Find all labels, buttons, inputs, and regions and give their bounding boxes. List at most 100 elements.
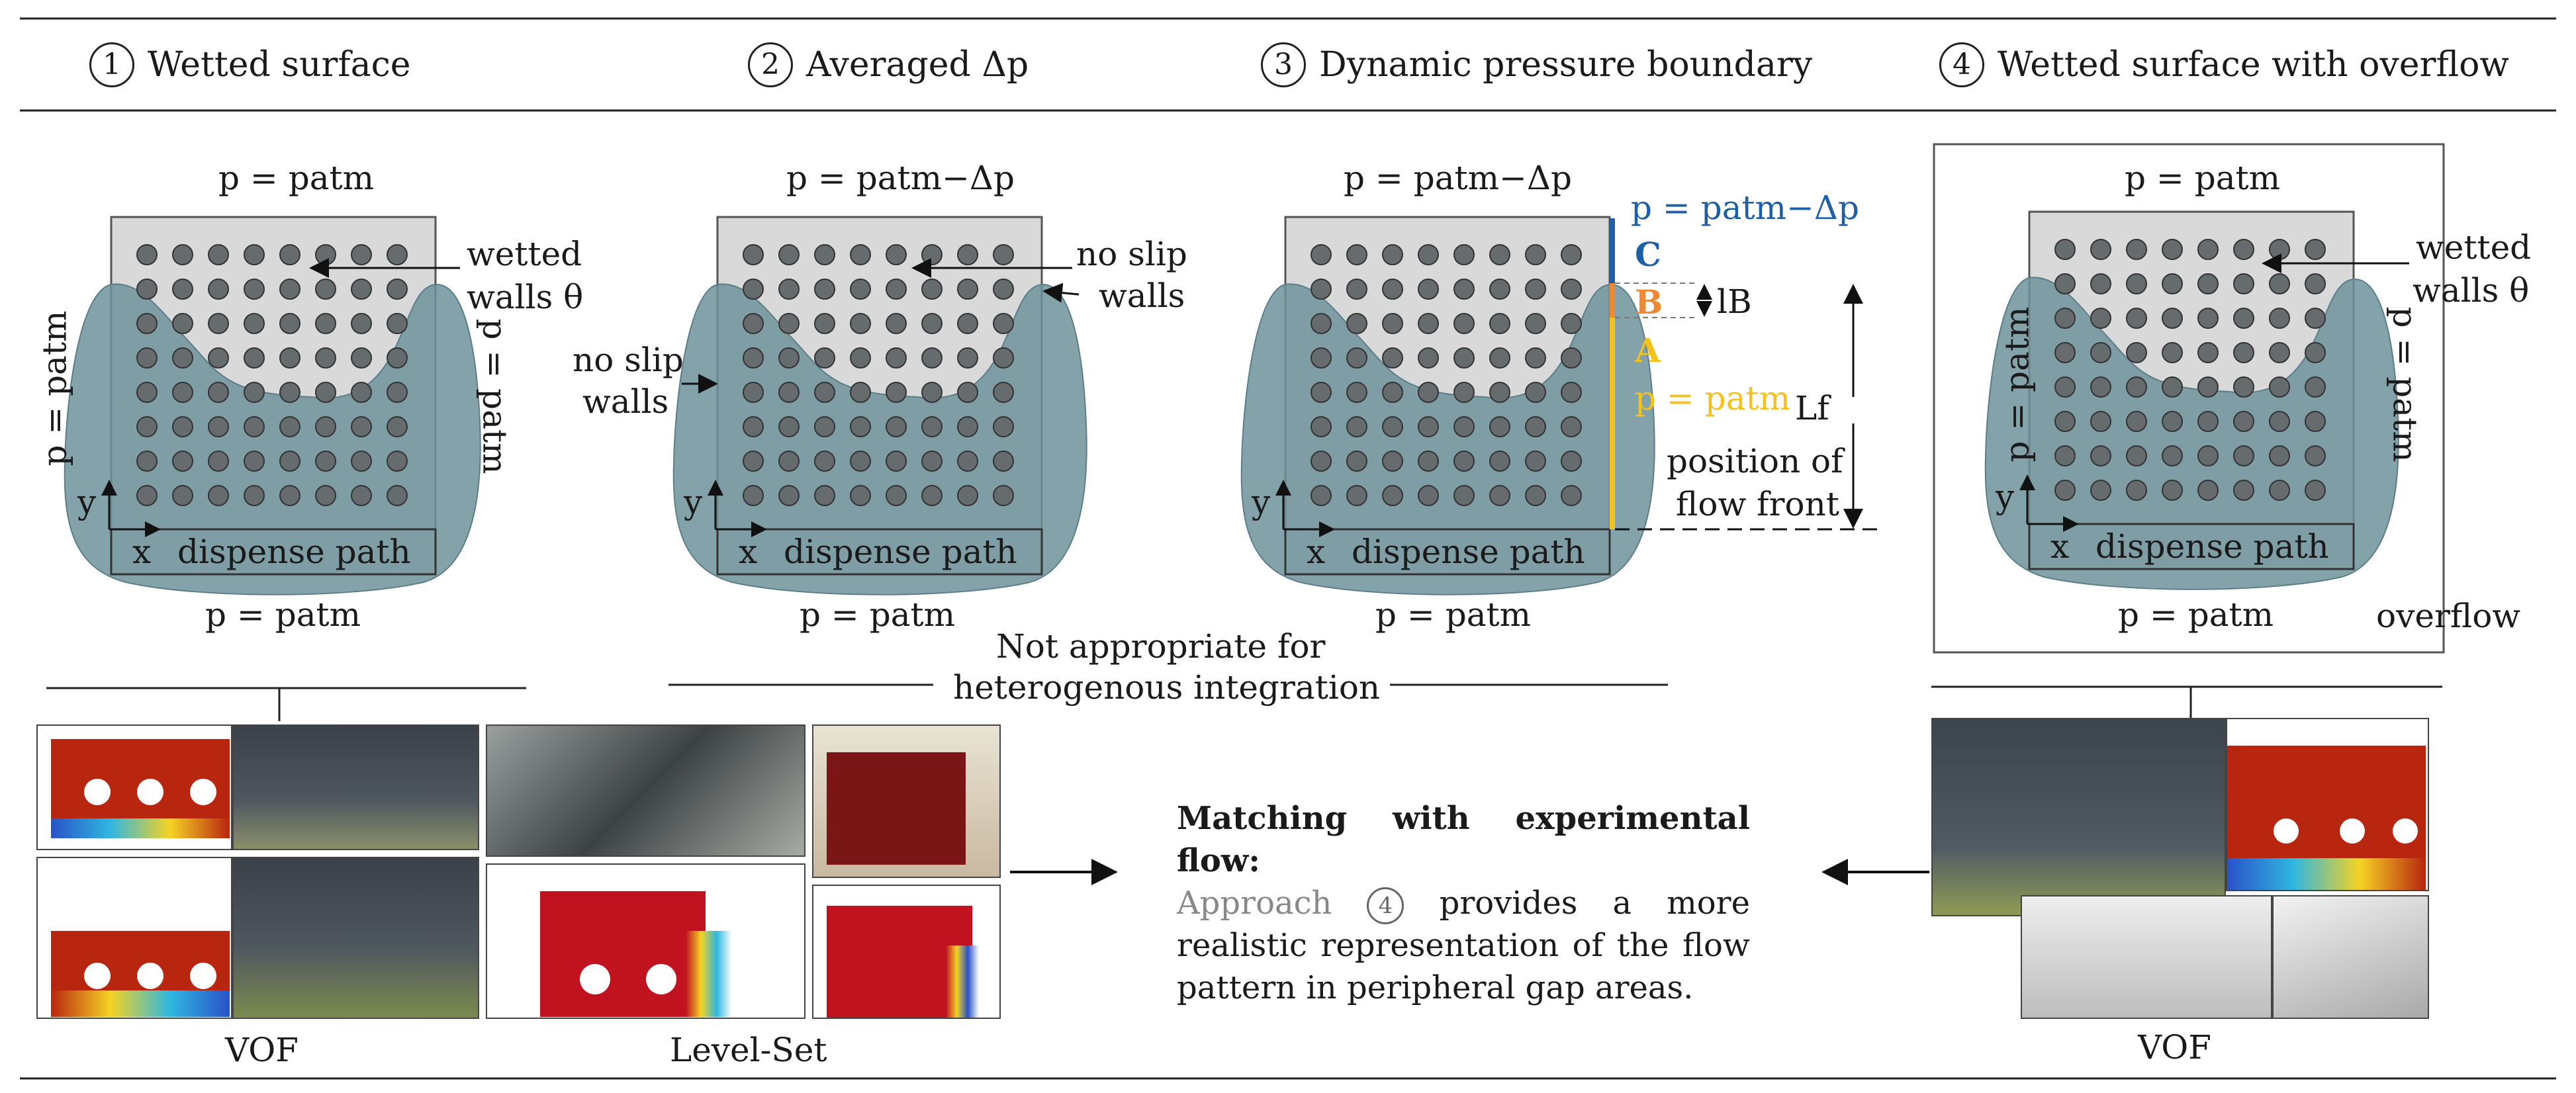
pin [1311, 244, 1332, 265]
pin [2269, 480, 2290, 501]
pin [921, 244, 943, 265]
header-4-title: Wetted surface with overflow [1998, 45, 2509, 85]
pin [778, 416, 800, 437]
pin [136, 485, 158, 506]
pin [1561, 313, 1582, 334]
pin [1382, 244, 1403, 265]
pin [208, 313, 229, 334]
pin [850, 313, 871, 334]
pin [1525, 382, 1546, 403]
p3-flow-front-line2: flow front [1676, 485, 1839, 523]
panel-wetted-surface [64, 216, 481, 595]
pin [1346, 451, 1367, 472]
pin [2162, 411, 2183, 432]
p3-segment-a: A [1635, 331, 1661, 370]
pin [743, 279, 764, 300]
p4-top-pressure: p = patm [2125, 159, 2281, 197]
pin [957, 347, 978, 369]
pin [279, 244, 300, 265]
pin [1346, 347, 1367, 369]
pin [850, 451, 871, 472]
pin [1382, 347, 1403, 369]
pin [2162, 273, 2183, 294]
pin [2126, 480, 2147, 501]
pin [2233, 273, 2254, 294]
pin [886, 313, 907, 334]
matching-title: Matching with experimental flow: [1177, 800, 1750, 879]
pin [172, 451, 193, 472]
pin [387, 451, 408, 472]
pin [244, 382, 265, 403]
vof-photo-bottom [232, 857, 479, 1019]
overflow-photo [1931, 718, 2226, 916]
pin [1311, 279, 1332, 300]
pin [172, 382, 193, 403]
pin [814, 347, 835, 369]
pin [993, 485, 1014, 506]
header-1-number: 1 [89, 42, 134, 87]
header-3-title: Dynamic pressure boundary [1319, 45, 1813, 85]
pin [315, 347, 336, 369]
pin [743, 313, 764, 334]
pin [315, 485, 336, 506]
dispense-path-box [1284, 528, 1611, 576]
pin [1418, 416, 1439, 437]
p4-axis-x: x [2050, 527, 2070, 566]
pin [1418, 382, 1439, 403]
pin [1489, 382, 1510, 403]
pin [351, 313, 372, 334]
pin [993, 382, 1014, 403]
pin [1453, 382, 1475, 403]
pin [2305, 445, 2326, 466]
pin [1311, 451, 1332, 472]
pin [1489, 485, 1510, 506]
pin [921, 347, 943, 369]
pin [1525, 313, 1546, 334]
pin [351, 347, 372, 369]
pin [244, 451, 265, 472]
pin [993, 416, 1014, 437]
pin [1382, 416, 1403, 437]
pin [315, 244, 336, 265]
pin [2305, 308, 2326, 329]
pin [886, 451, 907, 472]
pin [886, 279, 907, 300]
pin [1311, 416, 1332, 437]
pin [1382, 382, 1403, 403]
pin [172, 485, 193, 506]
pin [2269, 273, 2290, 294]
pin [1561, 416, 1582, 437]
pin [244, 347, 265, 369]
pin [1311, 485, 1332, 506]
pin [2126, 376, 2147, 398]
pin [1489, 347, 1510, 369]
pin-grid [2054, 239, 2326, 501]
pin [2054, 445, 2076, 466]
levelset-photo-small [812, 724, 1001, 878]
pin [1418, 279, 1439, 300]
p4-wetted-line2: walls θ [2413, 271, 2530, 310]
pin [172, 313, 193, 334]
matching-approach: Approach [1177, 885, 1332, 922]
pin [136, 313, 158, 334]
pin [743, 244, 764, 265]
matching-text-block: Matching with experimental flow: Approac… [1177, 797, 1750, 1009]
pin [172, 279, 193, 300]
pin [208, 485, 229, 506]
pin [1418, 485, 1439, 506]
pin [279, 347, 300, 369]
pin [208, 451, 229, 472]
overflow-cad-1 [2021, 895, 2272, 1019]
pin [1453, 416, 1475, 437]
pin [2090, 239, 2111, 260]
pin [1382, 451, 1403, 472]
pin [351, 451, 372, 472]
pin [387, 313, 408, 334]
pin [2305, 480, 2326, 501]
pin [814, 382, 835, 403]
pin [1453, 279, 1475, 300]
pin [850, 485, 871, 506]
pin [814, 451, 835, 472]
pin [921, 416, 943, 437]
p3-blue-pressure: p = patm−Δp [1631, 189, 1860, 227]
